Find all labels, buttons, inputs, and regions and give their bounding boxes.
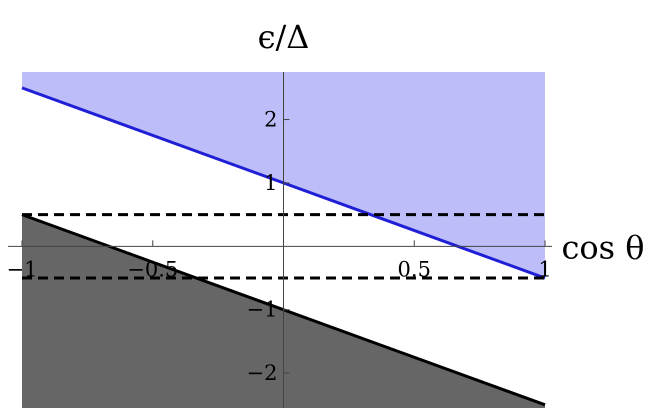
ticks: −1 −0.5 0.5 1 −2 −1 1 2 xyxy=(7,108,552,386)
y-tick-label: 1 xyxy=(264,171,277,195)
x-axis-label: cos θ xyxy=(561,228,644,266)
x-tick-label: −1 xyxy=(7,257,38,281)
y-axis-label: ϵ/Δ xyxy=(258,18,310,56)
x-tick-label: 0.5 xyxy=(398,257,431,281)
axes xyxy=(8,72,552,408)
x-tick-label: 1 xyxy=(538,257,551,281)
x-tick-label: −0.5 xyxy=(127,257,178,281)
y-tick-label: −2 xyxy=(247,361,278,385)
y-tick-label: 2 xyxy=(264,108,277,132)
y-tick-label: −1 xyxy=(247,298,278,322)
